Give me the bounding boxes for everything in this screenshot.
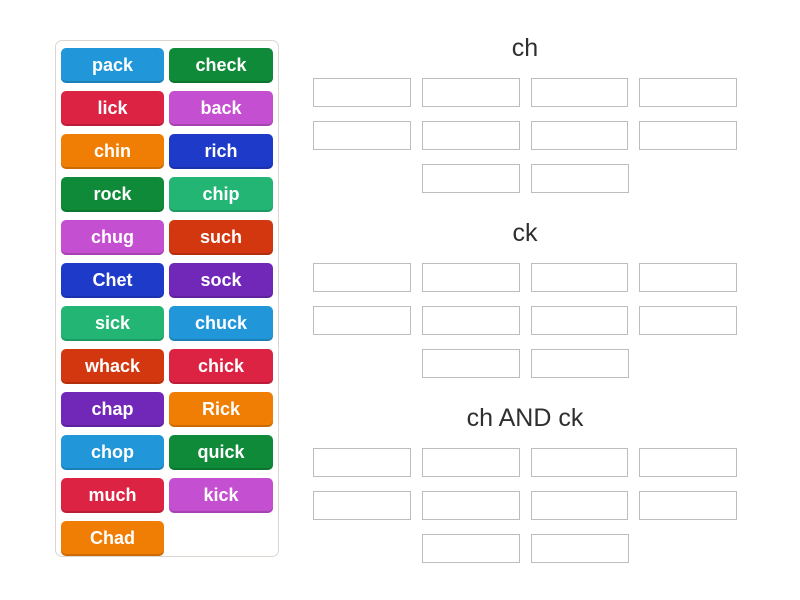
drop-slot[interactable]	[421, 306, 520, 335]
word-tile[interactable]: chuck	[169, 306, 273, 341]
word-tile[interactable]: chin	[61, 134, 164, 169]
group-title: ck	[512, 219, 538, 247]
drop-slot[interactable]	[313, 491, 411, 520]
slot-row	[313, 164, 737, 193]
drop-slot[interactable]	[530, 448, 629, 477]
word-tile[interactable]: check	[169, 48, 273, 83]
word-tile[interactable]: whack	[61, 349, 164, 384]
group-title: ch	[511, 34, 539, 62]
slot-row	[313, 78, 737, 107]
slot-row	[313, 263, 737, 292]
group-title: ch AND ck	[466, 404, 584, 432]
drop-slot[interactable]	[530, 349, 629, 378]
drop-slot[interactable]	[313, 448, 411, 477]
word-tile[interactable]: kick	[169, 478, 273, 513]
drop-slot[interactable]	[639, 491, 737, 520]
drop-slot[interactable]	[639, 121, 737, 150]
slot-row	[313, 534, 737, 563]
drop-slot[interactable]	[421, 164, 520, 193]
drop-slot[interactable]	[639, 448, 737, 477]
drop-slot[interactable]	[530, 121, 629, 150]
word-tile[interactable]: pack	[61, 48, 164, 83]
drop-slot[interactable]	[421, 349, 520, 378]
drop-slot[interactable]	[530, 534, 629, 563]
word-tile[interactable]: Chet	[61, 263, 164, 298]
drop-slot[interactable]	[313, 121, 411, 150]
word-tile[interactable]: lick	[61, 91, 164, 126]
group-ch-and-ck: ch AND ck	[313, 400, 737, 577]
word-tile[interactable]: sock	[169, 263, 273, 298]
drop-slot[interactable]	[530, 263, 629, 292]
word-tile[interactable]: sick	[61, 306, 164, 341]
drop-slot[interactable]	[530, 78, 629, 107]
word-tile[interactable]: chick	[169, 349, 273, 384]
drop-slot[interactable]	[530, 306, 629, 335]
slot-row	[313, 491, 737, 520]
drop-slot[interactable]	[421, 78, 520, 107]
drop-slot[interactable]	[639, 78, 737, 107]
slot-row	[313, 306, 737, 335]
drop-slot[interactable]	[421, 534, 520, 563]
slot-row	[313, 448, 737, 477]
drop-slot[interactable]	[421, 448, 520, 477]
word-tile[interactable]: Rick	[169, 392, 273, 427]
word-tile[interactable]: chip	[169, 177, 273, 212]
word-tile[interactable]: chug	[61, 220, 164, 255]
word-tile[interactable]: quick	[169, 435, 273, 470]
word-tile[interactable]: chap	[61, 392, 164, 427]
drop-slot[interactable]	[421, 491, 520, 520]
slot-row	[313, 349, 737, 378]
word-tile[interactable]: back	[169, 91, 273, 126]
group-ch: ch	[313, 30, 737, 207]
drop-slot[interactable]	[313, 263, 411, 292]
word-tile[interactable]: Chad	[61, 521, 164, 556]
slot-row	[313, 121, 737, 150]
drop-slot[interactable]	[530, 164, 629, 193]
word-tile[interactable]: chop	[61, 435, 164, 470]
drop-slot[interactable]	[639, 306, 737, 335]
word-tile[interactable]: rich	[169, 134, 273, 169]
drop-slot[interactable]	[421, 121, 520, 150]
drop-slot[interactable]	[313, 306, 411, 335]
word-tile[interactable]: such	[169, 220, 273, 255]
group-ck: ck	[313, 215, 737, 392]
word-tile[interactable]: much	[61, 478, 164, 513]
drop-slot[interactable]	[530, 491, 629, 520]
word-tile[interactable]: rock	[61, 177, 164, 212]
groups-area: ch ck ch AND ck	[313, 0, 737, 600]
drop-slot[interactable]	[421, 263, 520, 292]
drop-slot[interactable]	[313, 78, 411, 107]
drop-slot[interactable]	[639, 263, 737, 292]
